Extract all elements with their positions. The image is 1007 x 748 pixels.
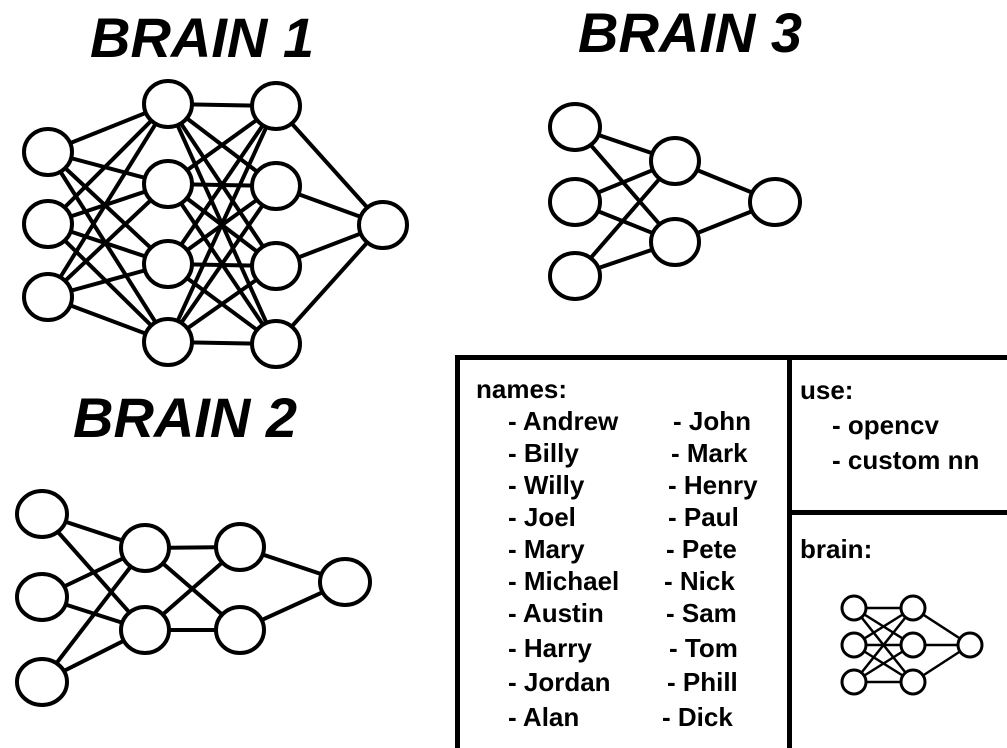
brain-1-hidden-node	[250, 319, 302, 369]
use-item-opencv: - opencv	[832, 410, 939, 440]
mini-brain-hidden-node	[899, 668, 927, 696]
name-item: - Austin	[508, 598, 604, 628]
brain-3-nodes	[548, 102, 802, 301]
mini-brain-output-node	[956, 631, 984, 659]
brain-2-title: BRAIN 2	[73, 386, 298, 449]
name-item: - Andrew	[508, 406, 619, 436]
brain-1-hidden-node	[250, 241, 302, 291]
names-heading: names:	[476, 374, 568, 404]
name-item: - Harry	[508, 633, 592, 663]
brain-heading: brain:	[800, 534, 873, 564]
brain-2-input-node	[15, 657, 69, 707]
name-item: - Phill	[667, 667, 738, 697]
brain-1-connections	[46, 102, 385, 346]
panel-border-top	[455, 355, 1007, 360]
name-item: - Paul	[668, 502, 739, 532]
mini-brain-input-node	[840, 594, 868, 622]
use-item-custom-nn: - custom nn	[832, 445, 980, 475]
name-item: - Dick	[662, 702, 733, 732]
name-item: - Sam	[666, 598, 737, 628]
name-item: - Willy	[508, 470, 585, 500]
brain-1-hidden-node	[142, 239, 194, 289]
brain-3-hidden-node	[649, 217, 701, 267]
brain-1-title: BRAIN 1	[90, 6, 315, 69]
brain-3-input-node	[548, 177, 602, 227]
brain-1-hidden-node	[142, 317, 194, 367]
brain-2-hidden-node	[119, 605, 171, 655]
brain-1-input-node	[22, 272, 74, 322]
name-item: - Tom	[669, 633, 738, 663]
brain-3-output-node	[748, 177, 802, 227]
mini-brain-input-node	[840, 631, 868, 659]
name-item: - Jordan	[508, 667, 611, 697]
brain-2-output-node	[318, 557, 372, 607]
name-item: - John	[673, 406, 751, 436]
panel-divider-horizontal	[787, 510, 1007, 515]
brain-2-hidden-node	[214, 605, 266, 655]
brain-1-input-node	[22, 127, 74, 177]
mini-brain-hidden-node	[899, 594, 927, 622]
name-item: - Nick	[664, 566, 735, 596]
mini-brain-hidden-node	[899, 631, 927, 659]
panel-divider-vertical	[787, 355, 792, 748]
brain-2-input-node	[15, 572, 69, 622]
mini-brain-nodes	[840, 594, 984, 696]
brain-2-input-node	[15, 489, 69, 539]
name-item: - Henry	[668, 470, 758, 500]
brain-2-connections	[40, 512, 346, 684]
brain-1-output-node	[357, 200, 409, 250]
brain-3-title: BRAIN 3	[578, 1, 803, 64]
brain-1-hidden-node	[250, 81, 302, 131]
brain-3-input-node	[548, 251, 602, 301]
name-item: - Mary	[508, 534, 585, 564]
name-item: - Mark	[671, 438, 748, 468]
brain-1-hidden-node	[250, 161, 302, 211]
brain-1-hidden-node	[142, 79, 194, 129]
brain-2-nodes	[15, 489, 372, 707]
mini-brain-input-node	[840, 668, 868, 696]
brain-1-hidden-node	[142, 159, 194, 209]
name-item: - Billy	[508, 438, 579, 468]
name-item: - Joel	[508, 502, 576, 532]
brain-3-hidden-node	[649, 136, 701, 186]
use-heading: use:	[800, 375, 854, 405]
name-item: - Pete	[666, 534, 737, 564]
name-item: - Alan	[508, 702, 580, 732]
brain-1-nodes	[22, 79, 409, 369]
panel-border-left	[455, 355, 460, 748]
name-item: - Michael	[508, 566, 620, 596]
brain-2-hidden-node	[214, 522, 266, 572]
brain-3-input-node	[548, 102, 602, 152]
brain-2-hidden-node	[119, 523, 171, 573]
brain-1-input-node	[22, 199, 74, 249]
